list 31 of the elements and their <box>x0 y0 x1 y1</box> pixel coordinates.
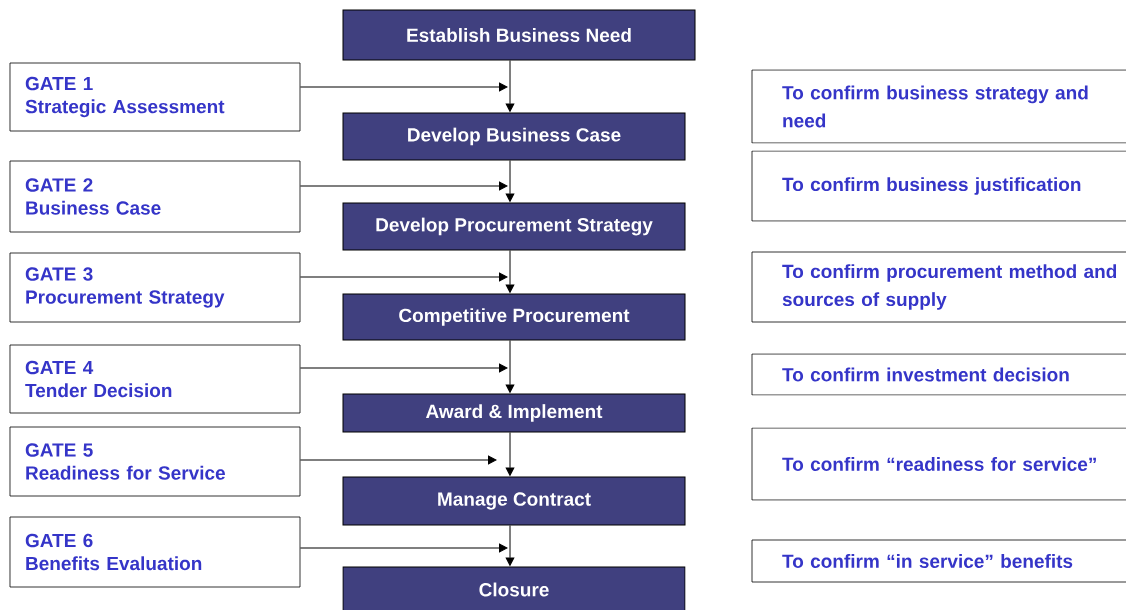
gate-box: GATE 4 Tender Decision <box>9 344 301 414</box>
gate-box: GATE 1 Strategic Assessment <box>9 62 301 132</box>
process-box: Award & Implement <box>342 393 686 433</box>
process-box: Manage Contract <box>342 476 686 526</box>
arrow <box>299 272 508 282</box>
gate-box: GATE 6 Benefits Evaluation <box>9 516 301 588</box>
process-box: Develop Procurement Strategy <box>342 202 686 251</box>
purpose-box: To confirm business strategy and need <box>751 69 1126 144</box>
arrow <box>299 363 508 373</box>
gate-box: GATE 2 Business Case <box>9 160 301 233</box>
arrow <box>299 543 508 553</box>
arrow <box>505 432 515 476</box>
process-box: Develop Business Case <box>342 112 686 161</box>
arrow <box>505 60 515 112</box>
arrow <box>299 181 508 191</box>
gate-box: GATE 3 Procurement Strategy <box>9 252 301 323</box>
process-box: Closure <box>342 566 686 610</box>
arrow <box>505 160 515 202</box>
arrow <box>505 525 515 566</box>
purpose-box: To confirm business justification <box>751 150 1126 222</box>
purpose-box: To confirm procurement method and sources of supply <box>751 251 1126 323</box>
arrow <box>505 340 515 393</box>
process-box: Establish Business Need <box>342 9 696 61</box>
purpose-box: To confirm investment decision <box>751 353 1126 396</box>
gate-box: GATE 5 Readiness for Service <box>9 426 301 497</box>
purpose-box: To confirm “in service” benefits <box>751 539 1126 583</box>
process-box: Competitive Procurement <box>342 293 686 341</box>
arrow <box>505 250 515 293</box>
purpose-box: To confirm “readiness for service” <box>751 427 1126 501</box>
arrow <box>299 455 497 465</box>
arrow <box>299 82 508 92</box>
